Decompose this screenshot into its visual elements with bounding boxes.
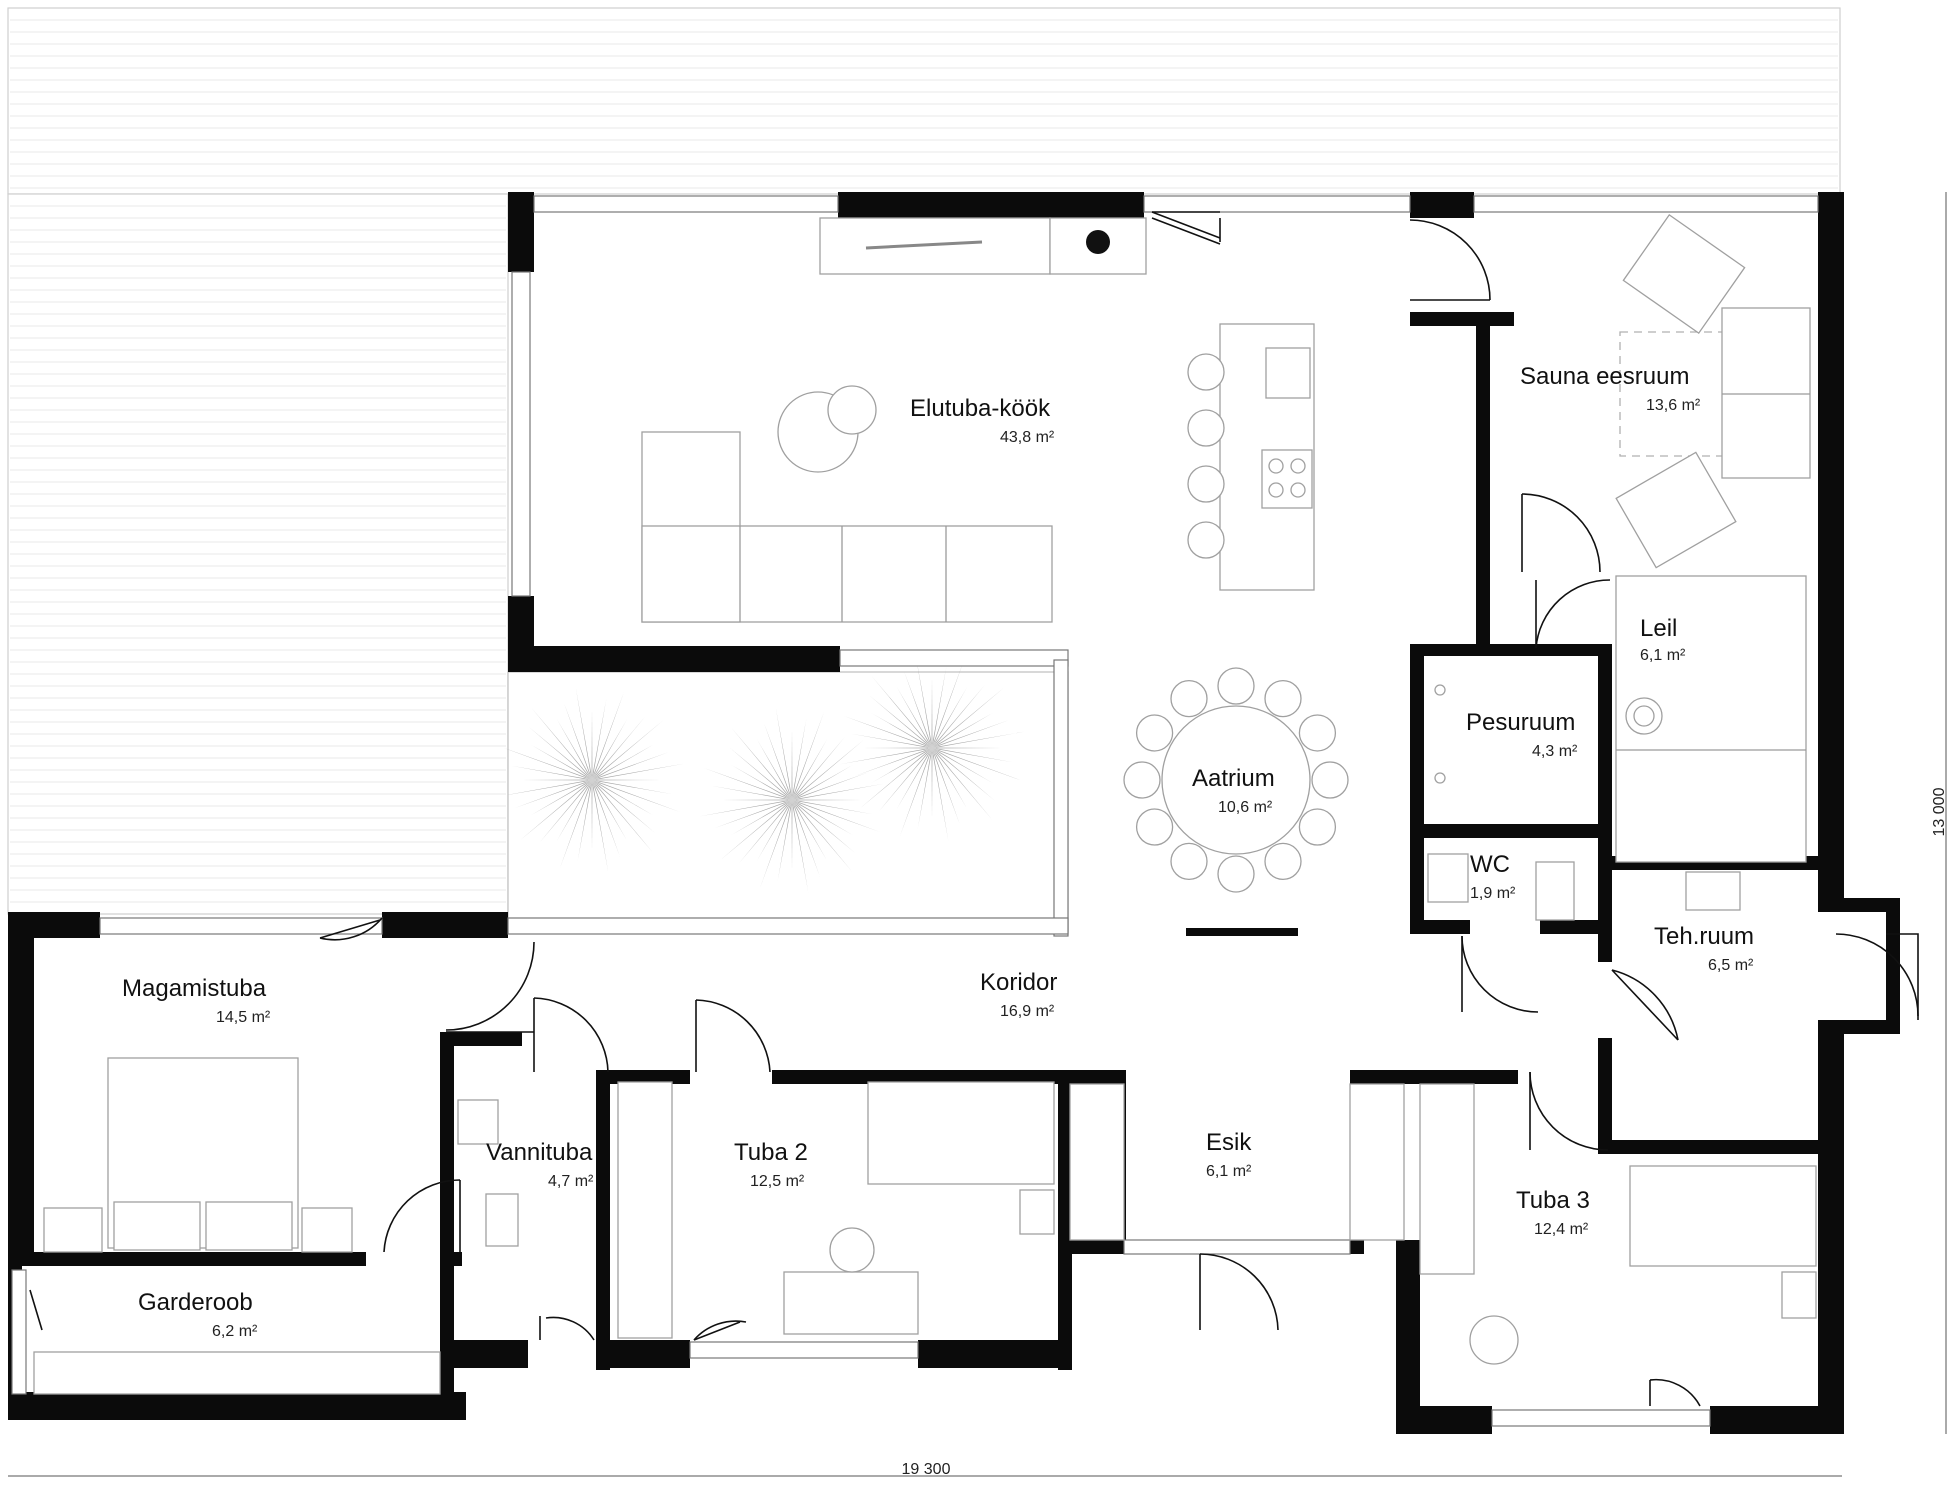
dimension-lines: 19 300 13 000 [8, 192, 1948, 1478]
room-labels: Elutuba-köök 43,8 m² Sauna eesruum 13,6 … [122, 363, 1754, 1340]
room-area-wc: 1,9 m² [1470, 885, 1516, 902]
room-name-tuba-2: Tuba 2 [734, 1139, 808, 1166]
windows [11, 195, 1819, 1427]
room-area-sauna-eesruum: 13,6 m² [1646, 397, 1701, 414]
atrium-planter [499, 655, 1069, 933]
plant-icon [499, 687, 685, 873]
dining-chair [1264, 679, 1302, 718]
dining-chair [1217, 667, 1255, 705]
room-area-garderoob: 6,2 m² [212, 1323, 258, 1340]
room-area-aatrium: 10,6 m² [1218, 799, 1273, 816]
room-name-tuba-3: Tuba 3 [1516, 1187, 1590, 1214]
plant-icon [699, 707, 885, 893]
room-area-leil: 6,1 m² [1640, 647, 1686, 664]
room-area-tuba-2: 12,5 m² [750, 1173, 805, 1190]
door-swings [29, 211, 1919, 1407]
room-name-magamistuba: Magamistuba [122, 975, 267, 1002]
dining-chair [1298, 714, 1337, 752]
room-name-koridor: Koridor [980, 969, 1057, 996]
plant-icon [839, 655, 1025, 841]
room-area-tuba-3: 12,4 m² [1534, 1221, 1589, 1238]
dim-height: 13 000 [1931, 787, 1948, 836]
dining-chair [1135, 808, 1174, 846]
room-area-elutuba-kook: 43,8 m² [1000, 429, 1055, 446]
dining-chair [1264, 842, 1302, 881]
dining-chair [1298, 808, 1337, 846]
room-name-aatrium: Aatrium [1192, 765, 1275, 792]
dining-chair [1135, 714, 1174, 752]
room-area-teh-ruum: 6,5 m² [1708, 957, 1754, 974]
terrace-deck [7, 7, 1841, 915]
room-area-magamistuba: 14,5 m² [216, 1009, 271, 1026]
room-name-wc: WC [1470, 851, 1510, 878]
dining-chair [1170, 842, 1208, 881]
room-area-koridor: 16,9 m² [1000, 1003, 1055, 1020]
dining-chair [1311, 761, 1349, 799]
room-name-sauna-eesruum: Sauna eesruum [1520, 363, 1689, 390]
dining-chair [1217, 855, 1255, 893]
room-name-pesuruum: Pesuruum [1466, 709, 1575, 736]
furniture [33, 213, 1817, 1395]
room-name-vannituba: Vannituba [486, 1139, 593, 1166]
dim-width: 19 300 [902, 1461, 951, 1478]
room-name-esik: Esik [1206, 1129, 1252, 1156]
room-area-esik: 6,1 m² [1206, 1163, 1252, 1180]
dining-chair [1170, 679, 1208, 718]
dining-chair [1123, 761, 1161, 799]
room-name-garderoob: Garderoob [138, 1289, 253, 1316]
room-name-elutuba-kook: Elutuba-köök [910, 395, 1051, 422]
room-area-vannituba: 4,7 m² [548, 1173, 594, 1190]
room-name-leil: Leil [1640, 615, 1677, 642]
room-name-teh-ruum: Teh.ruum [1654, 923, 1754, 950]
room-area-pesuruum: 4,3 m² [1532, 743, 1578, 760]
